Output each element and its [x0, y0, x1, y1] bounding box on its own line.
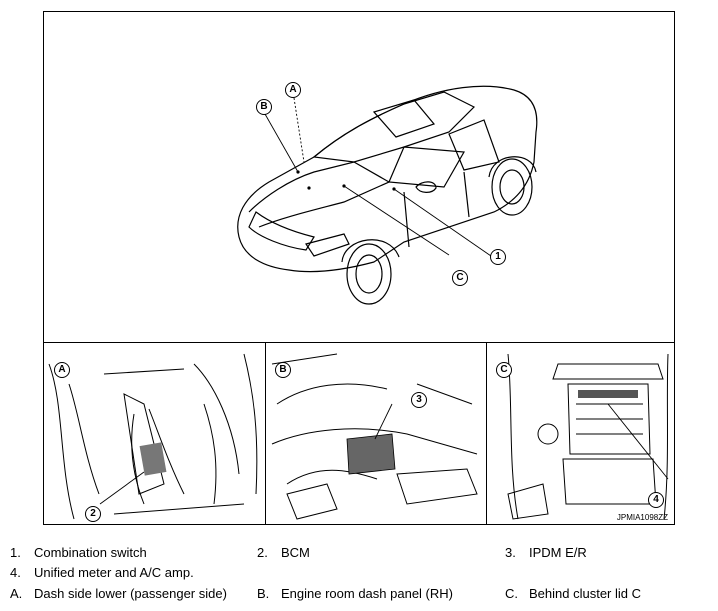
legend-item-3: 3.IPDM E/R — [505, 545, 587, 560]
legend-item-1: 1.Combination switch — [10, 545, 147, 560]
callout-a-main: A — [285, 82, 301, 98]
divider-horizontal — [44, 342, 674, 343]
panel-b-label: B — [275, 362, 291, 378]
panel-a-illustration — [48, 353, 258, 520]
legend-item-c: C.Behind cluster lid C — [505, 586, 641, 601]
divider-vertical-1 — [265, 342, 266, 524]
callout-b-main: B — [256, 99, 272, 115]
callout-c-main: C — [452, 270, 468, 286]
callout-1: 1 — [490, 249, 506, 265]
legend-row-2: 4.Unified meter and A/C amp. — [0, 565, 718, 585]
callout-2: 2 — [85, 506, 101, 522]
detail-panel-b: B 3 — [267, 344, 486, 524]
detail-panel-a: A 2 — [44, 344, 265, 524]
detail-panel-c: C 4 JPMIA1098ZZ — [488, 344, 674, 524]
divider-vertical-2 — [486, 342, 487, 524]
legend-row-1: 1.Combination switch 2.BCM 3.IPDM E/R — [0, 545, 718, 565]
panel-c-illustration — [507, 353, 669, 520]
panel-c-label: C — [496, 362, 512, 378]
vehicle-illustration — [237, 85, 538, 305]
callout-3: 3 — [411, 392, 427, 408]
panel-a-label: A — [54, 362, 70, 378]
legend-item-b: B.Engine room dash panel (RH) — [257, 586, 453, 601]
legend-row-3: A.Dash side lower (passenger side) B.Eng… — [0, 586, 718, 606]
figure-frame: B A 1 C A — [43, 11, 675, 525]
legend-item-2: 2.BCM — [257, 545, 310, 560]
figure-code: JPMIA1098ZZ — [616, 513, 668, 522]
legend-item-4: 4.Unified meter and A/C amp. — [10, 565, 194, 580]
panel-b-illustration — [271, 353, 478, 520]
callout-4: 4 — [648, 492, 664, 508]
legend-item-a: A.Dash side lower (passenger side) — [10, 586, 227, 601]
